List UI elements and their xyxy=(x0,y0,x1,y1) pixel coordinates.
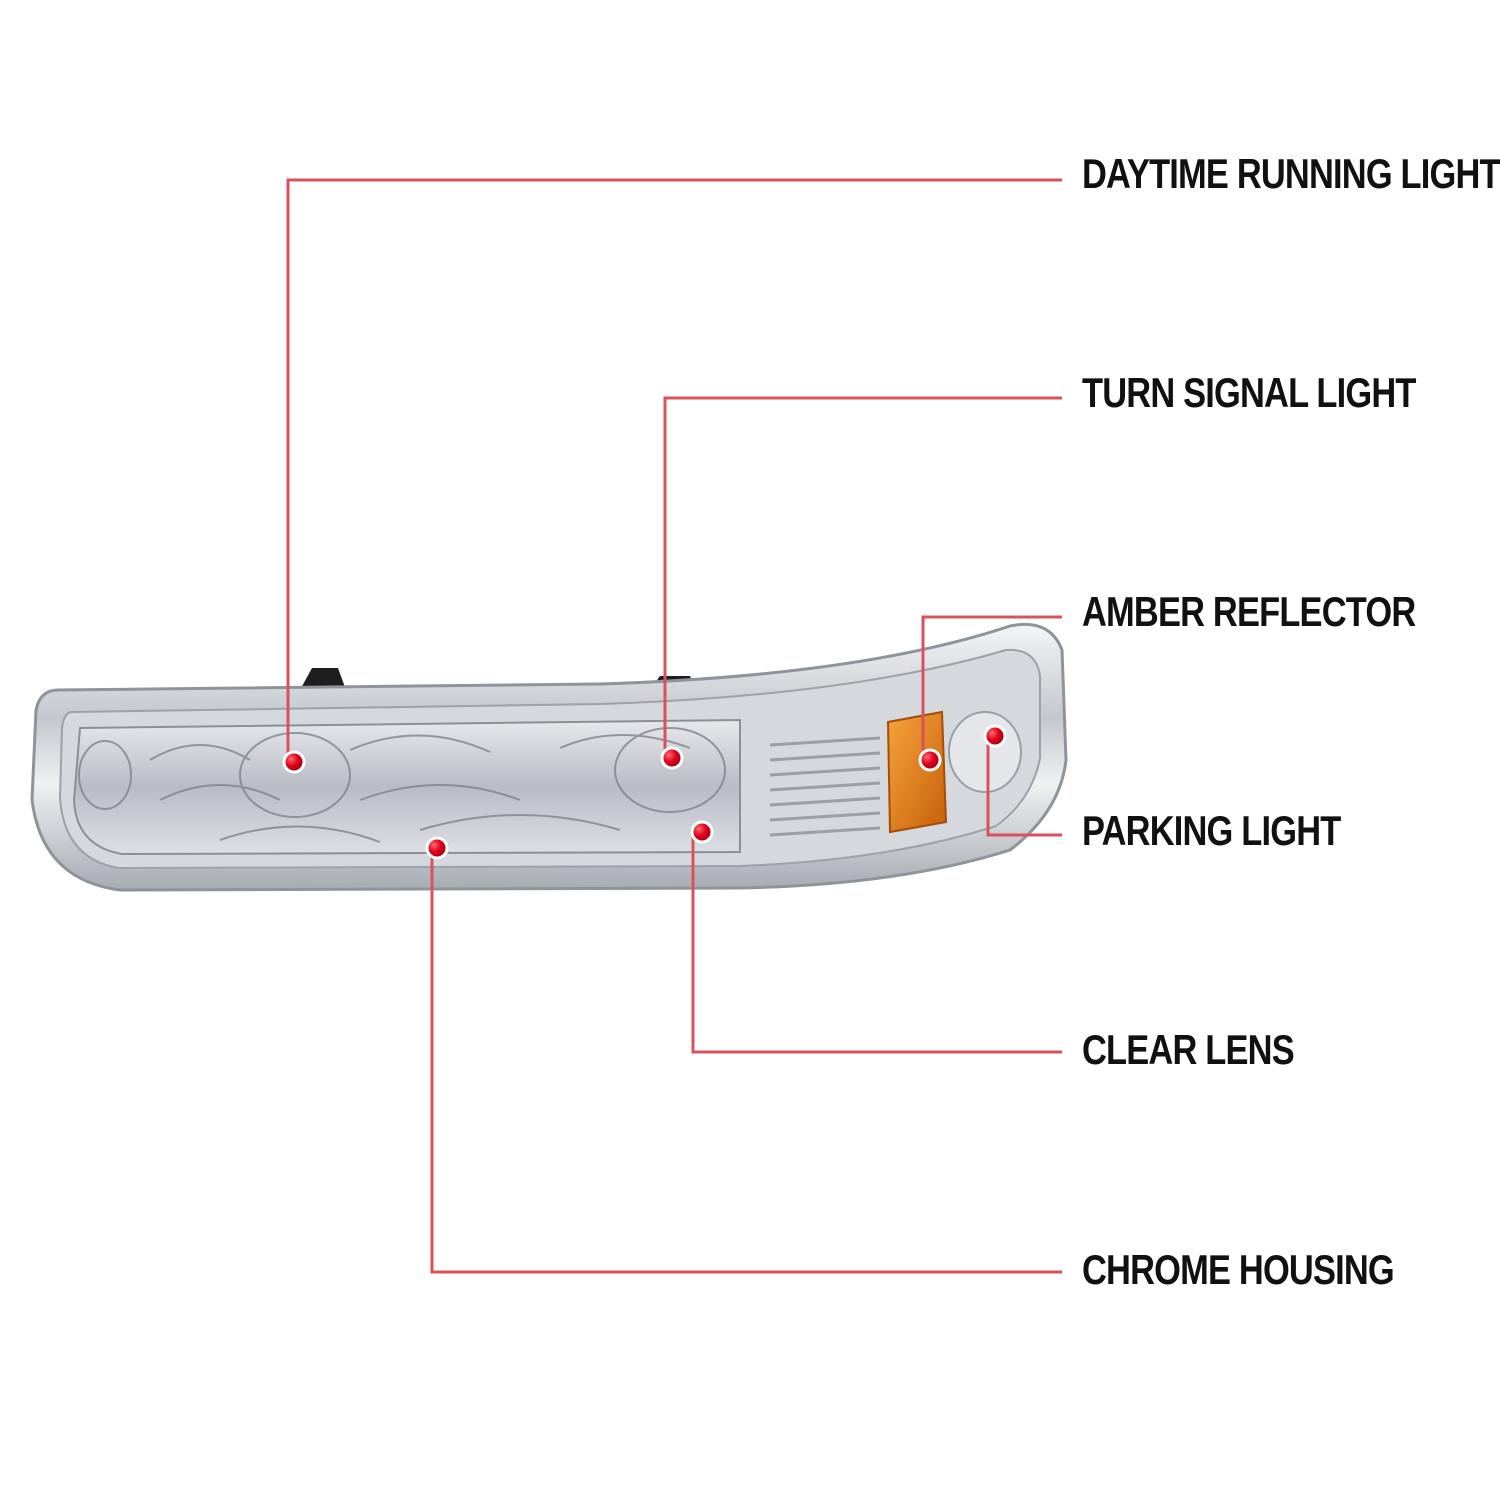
label-parking-light: PARKING LIGHT xyxy=(1082,807,1341,854)
marker-clear-lens xyxy=(690,820,714,844)
marker-turn-signal-light xyxy=(660,746,684,770)
label-turn-signal-light: TURN SIGNAL LIGHT xyxy=(1082,369,1416,416)
label-daytime-running-light: DAYTIME RUNNING LIGHT xyxy=(1082,150,1500,197)
leader-chrome-housing xyxy=(430,850,1062,1274)
marker-dots xyxy=(282,724,1007,860)
leader-turn-signal-light xyxy=(663,396,1062,752)
leader-daytime-running-light xyxy=(286,178,1062,758)
leader-clear-lens xyxy=(691,834,1062,1054)
marker-daytime-running-light xyxy=(282,750,306,774)
leader-amber-reflector xyxy=(921,615,1062,758)
marker-amber-reflector xyxy=(918,748,942,772)
label-amber-reflector: AMBER REFLECTOR xyxy=(1082,588,1416,635)
leader-lines xyxy=(286,178,1062,1274)
label-clear-lens: CLEAR LENS xyxy=(1082,1026,1295,1073)
marker-chrome-housing xyxy=(425,836,449,860)
label-chrome-housing: CHROME HOUSING xyxy=(1082,1246,1395,1293)
ribbed-section xyxy=(769,736,881,837)
leader-parking-light xyxy=(986,738,1062,837)
amber-reflector-shape xyxy=(886,710,948,834)
marker-parking-light xyxy=(983,724,1007,748)
parking-light-shape xyxy=(948,711,1022,793)
reflector-facets xyxy=(78,727,726,843)
